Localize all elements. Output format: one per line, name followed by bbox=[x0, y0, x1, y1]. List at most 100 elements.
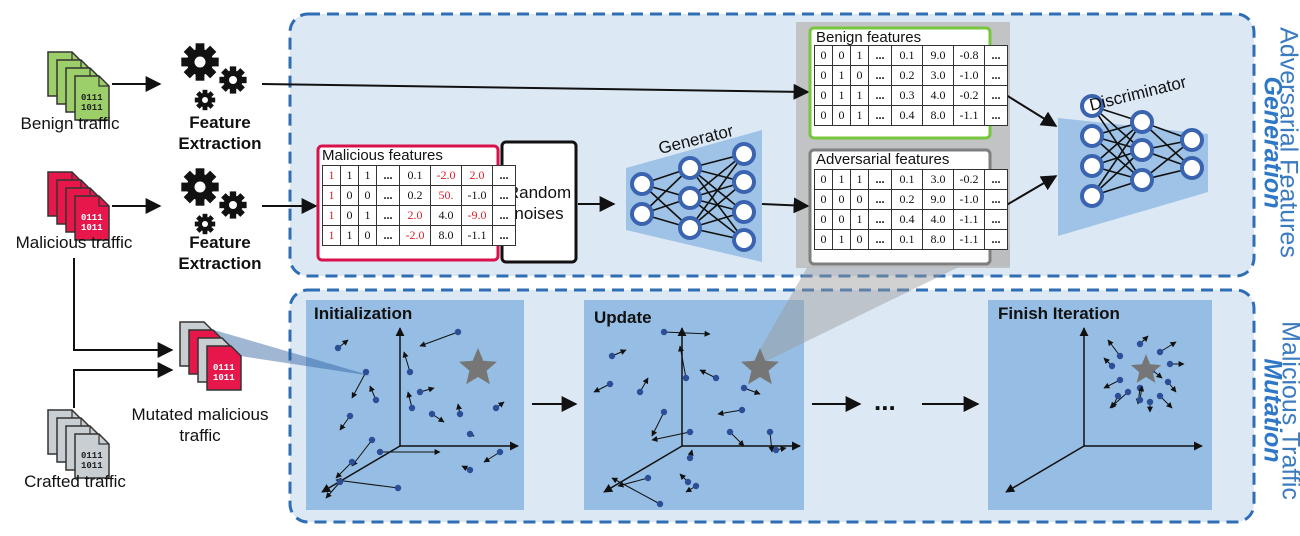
table-cell: ... bbox=[984, 189, 1008, 210]
table-cell: 1 bbox=[850, 169, 869, 190]
table-cell: -1.1 bbox=[461, 225, 493, 246]
table-cell: 4.0 bbox=[922, 85, 954, 106]
table-cell: 1 bbox=[358, 205, 377, 226]
candidate-point bbox=[496, 448, 504, 456]
candidate-point bbox=[660, 408, 668, 416]
table-cell: ... bbox=[492, 165, 516, 186]
initialization-plot bbox=[321, 327, 519, 499]
candidate-point bbox=[492, 404, 500, 412]
table-cell: 2.0 bbox=[461, 165, 493, 186]
network-edge bbox=[1091, 121, 1143, 197]
table-cell: 0.2 bbox=[891, 65, 923, 86]
network-node bbox=[630, 202, 654, 226]
table-cell: 0 bbox=[814, 229, 833, 250]
arrow-generator-to-adversarial bbox=[761, 197, 810, 214]
table-cell: 4.0 bbox=[430, 205, 462, 226]
candidate-point bbox=[1164, 378, 1172, 386]
adversarial-table-title: Adversarial features bbox=[816, 151, 950, 168]
candidate-point bbox=[1136, 384, 1144, 392]
ellipsis-label: ... bbox=[874, 386, 896, 416]
file-icon bbox=[74, 75, 110, 121]
file-digits: 1011 bbox=[81, 461, 103, 471]
file-icon bbox=[206, 345, 242, 391]
table-cell: ... bbox=[492, 205, 516, 226]
table-cell: 0.4 bbox=[891, 209, 923, 230]
panel-initialization bbox=[306, 300, 524, 510]
movement-arrow bbox=[351, 439, 373, 467]
table-cell: ... bbox=[868, 189, 892, 210]
candidate-point bbox=[636, 388, 644, 396]
table-cell: -0.8 bbox=[953, 45, 985, 66]
network-node bbox=[732, 170, 756, 194]
movement-arrow bbox=[402, 351, 411, 373]
candidate-point bbox=[394, 484, 402, 492]
star-icon bbox=[459, 348, 497, 385]
table-cell: -1.1 bbox=[953, 105, 985, 126]
table-cell: 1 bbox=[322, 225, 341, 246]
network-node bbox=[1130, 168, 1154, 192]
candidate-point bbox=[466, 430, 474, 438]
network-node bbox=[1080, 154, 1104, 178]
movement-arrow bbox=[663, 330, 711, 337]
network-node bbox=[1180, 156, 1204, 180]
network-node bbox=[1130, 110, 1154, 134]
candidate-point bbox=[376, 448, 384, 456]
candidate-point bbox=[1146, 398, 1154, 406]
table-cell: ... bbox=[868, 105, 892, 126]
table-cell: 0 bbox=[340, 185, 359, 206]
table-cell: 0 bbox=[814, 85, 833, 106]
table-cell: -2.0 bbox=[399, 225, 431, 246]
candidate-point bbox=[1114, 392, 1122, 400]
table-cell: ... bbox=[868, 45, 892, 66]
table-cell: ... bbox=[984, 85, 1008, 106]
table-cell: 0 bbox=[850, 65, 869, 86]
table-cell: 0 bbox=[850, 229, 869, 250]
arrow-adversarial-to-discriminator bbox=[997, 175, 1058, 211]
table-cell: 0 bbox=[814, 209, 833, 230]
candidate-point bbox=[334, 344, 342, 352]
movement-arrow bbox=[1107, 339, 1121, 357]
candidate-point bbox=[656, 500, 664, 508]
movement-arrow bbox=[651, 411, 665, 437]
table-cell: ... bbox=[376, 165, 400, 186]
movement-arrow bbox=[717, 409, 743, 417]
table-cell: 0 bbox=[832, 105, 851, 126]
zoom-callout-mutated bbox=[214, 330, 372, 376]
candidate-point bbox=[408, 404, 416, 412]
table-cell: 50. bbox=[430, 185, 462, 206]
panel-title-initialization: Initialization bbox=[314, 304, 413, 323]
candidate-point bbox=[1136, 396, 1144, 404]
gear-icon bbox=[219, 191, 247, 219]
movement-arrow bbox=[325, 481, 341, 499]
table-cell: 0 bbox=[814, 65, 833, 86]
crafted-traffic-label: Crafted traffic bbox=[24, 472, 126, 491]
movement-arrow bbox=[768, 431, 775, 453]
table-cell: ... bbox=[868, 209, 892, 230]
feature-extraction-label-1: Feature Extraction bbox=[178, 113, 262, 153]
table-cell: 1 bbox=[850, 209, 869, 230]
candidate-point bbox=[1136, 340, 1144, 348]
table-cell: 0 bbox=[814, 45, 833, 66]
table-cell: 0.3 bbox=[891, 85, 923, 106]
candidate-point bbox=[608, 352, 616, 360]
axis-z bbox=[603, 445, 683, 493]
network-node bbox=[732, 200, 756, 224]
network-node bbox=[1080, 124, 1104, 148]
network-node bbox=[732, 228, 756, 252]
candidate-point bbox=[346, 412, 354, 420]
candidate-point bbox=[740, 384, 748, 392]
table-cell: 1 bbox=[850, 45, 869, 66]
candidate-point bbox=[362, 368, 370, 376]
table-cell: 0 bbox=[340, 205, 359, 226]
table-cell: 1 bbox=[850, 105, 869, 126]
table-cell: 0 bbox=[832, 45, 851, 66]
candidate-point bbox=[1156, 392, 1164, 400]
table-cell: ... bbox=[868, 65, 892, 86]
